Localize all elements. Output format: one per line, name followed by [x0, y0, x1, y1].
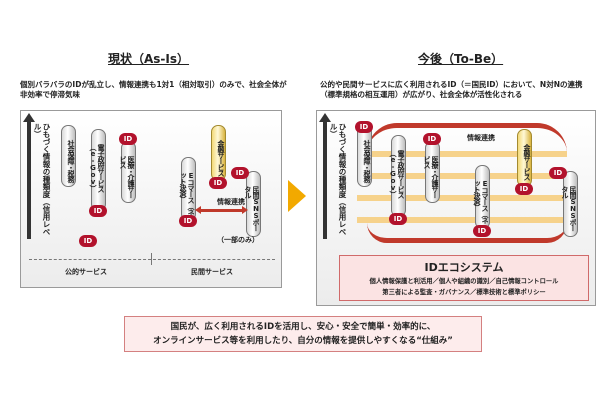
as-is-description: 個別バラバラのIDが乱立し、情報連携も1対1（相対取引）のみで、社会全体が非効率… — [20, 80, 287, 99]
bar-label: Eコマース（ネット決済） — [473, 180, 489, 223]
bar-label: 社会保障・税務 — [67, 140, 75, 182]
as-is-link-arrow-left — [195, 206, 201, 214]
bar-label: 金融サービス — [523, 144, 531, 180]
to-be-id-social-security: ID — [355, 121, 373, 133]
as-is-divider-vertical — [151, 253, 152, 265]
as-is-category-divider — [29, 259, 275, 260]
to-be-panel: ひもづく情報の種類度（信用レベル） 情報連携 社会保障・税務 ID 電子政府サー… — [316, 110, 596, 306]
to-be-link-label: 情報連携 — [467, 134, 495, 142]
footer-line-1: 国民が、広く利用されるIDを活用し、安心・安全で簡単・効率的に、 — [170, 322, 436, 332]
as-is-bar-egov: 電子政府サービス（e-Gov） — [89, 129, 106, 211]
bar-label: 医療・介護サービス — [423, 156, 439, 198]
as-is-link-label: 情報連携 — [217, 198, 245, 206]
to-be-id-egov: ID — [389, 213, 407, 225]
as-is-axis-label: ひもづく情報の種類度（信用レベル） — [33, 123, 51, 236]
to-be-axis-arrowhead — [319, 113, 331, 122]
to-be-cycle-arrow-top — [367, 123, 567, 153]
as-is-axis-arrow — [27, 119, 31, 239]
as-is-id-sns: ID — [231, 167, 249, 179]
to-be-bar-egov: 電子政府サービス（e-Gov） — [389, 135, 406, 217]
to-be-link-line-4 — [357, 217, 567, 223]
as-is-bar-ecommerce: Eコマース（ネット決済） — [179, 157, 196, 221]
id-ecosystem-title: IDエコシステム — [424, 261, 504, 274]
footer-summary-box: 国民が、広く利用されるIDを活用し、安心・安全で簡単・効率的に、 オンラインサー… — [124, 316, 482, 352]
to-be-bar-medical: 医療・介護サービス — [423, 141, 440, 203]
as-is-link-arrow — [199, 209, 243, 212]
bar-label: 民間SNSポータル — [244, 186, 260, 231]
to-be-cycle-arrow-bottom — [367, 223, 567, 243]
as-is-bar-finance: 金融サービス — [211, 125, 226, 181]
bar-label: 電子政府サービス（e-Gov） — [89, 144, 105, 192]
as-is-link-arrow-right — [242, 206, 248, 214]
to-be-axis-arrow — [323, 119, 327, 239]
bar-label: 民間SNSポータル — [561, 186, 577, 231]
to-be-title: 今後（To-Be） — [418, 52, 504, 66]
as-is-bar-sns: 民間SNSポータル — [244, 171, 261, 237]
id-ecosystem-line1: 個人情報保護と利活用／個人や組織の識別／自己情報コントロール — [369, 278, 559, 285]
to-be-bar-ecommerce: Eコマース（ネット決済） — [473, 165, 490, 229]
as-is-bar-medical: 医療・介護サービス — [119, 141, 136, 203]
as-is-panel: ひもづく情報の種類度（信用レベル） 社会保障・税務 ID 電子政府サービス（e-… — [20, 110, 282, 288]
bar-label: 医療・介護サービス — [119, 156, 135, 198]
transition-arrow — [288, 180, 306, 212]
to-be-id-ecommerce: ID — [473, 225, 491, 237]
footer-line-2: オンラインサービス等を利用したり、自分の情報を提供しやすくなる“仕組み” — [153, 336, 453, 346]
as-is-id-egov: ID — [89, 205, 107, 217]
id-ecosystem-line2: 第三者による監査・ガバナンス／標準技術と標準ポリシー — [382, 289, 546, 296]
as-is-axis-arrowhead — [23, 113, 35, 122]
to-be-bar-sns: 民間SNSポータル — [561, 171, 578, 237]
to-be-bar-finance: 金融サービス — [517, 129, 532, 187]
to-be-id-sns: ID — [549, 167, 567, 179]
bar-label: Eコマース（ネット決済） — [179, 172, 195, 215]
id-ecosystem-box: IDエコシステム 個人情報保護と利活用／個人や組織の識別／自己情報コントロール … — [339, 255, 589, 301]
to-be-description: 公的や民間サービスに広く利用されるID（＝国民ID）において、N対Nの連携（標準… — [320, 80, 583, 99]
bar-label: 電子政府サービス（e-Gov） — [389, 150, 405, 198]
as-is-id-ecommerce: ID — [179, 215, 197, 227]
as-is-private-label: 民間サービス — [191, 268, 233, 276]
as-is-id-finance: ID — [209, 177, 227, 189]
as-is-bar-social-security: 社会保障・税務 — [61, 125, 76, 187]
to-be-id-medical: ID — [423, 133, 441, 145]
bar-label: 金融サービス — [217, 140, 225, 176]
as-is-public-label: 公的サービス — [65, 268, 107, 276]
to-be-bar-social-security: 社会保障・税務 — [357, 125, 372, 187]
to-be-link-line-2 — [357, 173, 567, 179]
to-be-id-finance: ID — [515, 183, 533, 195]
to-be-link-line-3 — [357, 195, 567, 201]
to-be-link-line-1 — [357, 151, 567, 157]
as-is-link-note: （一部のみ） — [217, 236, 259, 244]
as-is-id-social-security: ID — [79, 235, 97, 247]
as-is-id-medical: ID — [119, 133, 137, 145]
as-is-title: 現状（As-Is） — [108, 52, 190, 66]
bar-label: 社会保障・税務 — [363, 140, 371, 182]
to-be-axis-label: ひもづく情報の種類度（信用レベル） — [329, 123, 347, 236]
